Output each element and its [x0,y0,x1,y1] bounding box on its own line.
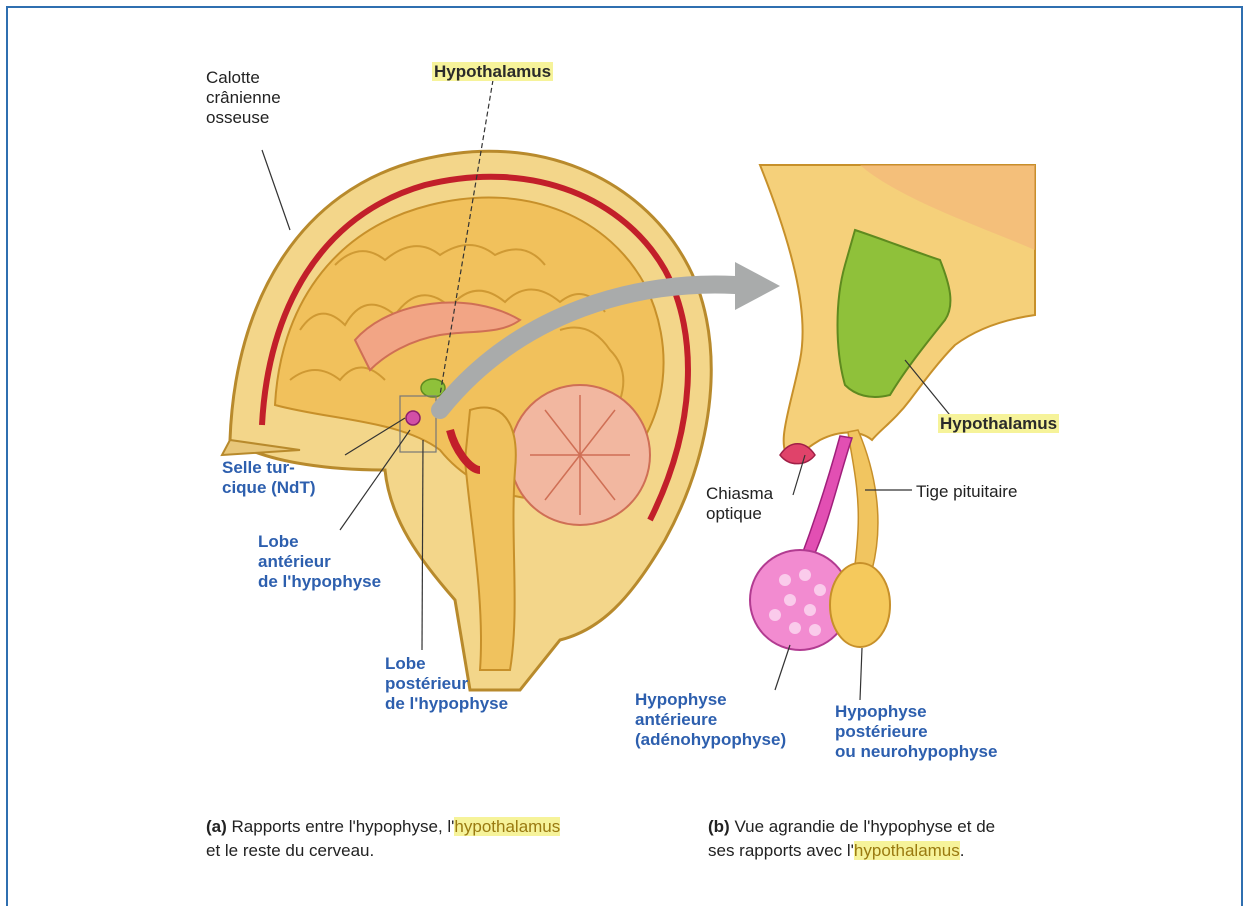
caption-a: (a) Rapports entre l'hypophyse, l'hypoth… [206,815,666,863]
brain-sagittal-view [222,151,711,690]
label-tige-pituitaire: Tige pituitaire [916,482,1017,502]
caption-a-highlight: hypothalamus [454,817,560,836]
caption-b-highlight: hypothalamus [854,841,960,860]
pituitary-enlarged-view [750,165,1035,650]
caption-a-text-1: Rapports entre l'hypophyse, l' [232,817,455,836]
label-lobe-posterieur: Lobe postérieur de l'hypophyse [385,654,508,714]
label-hypophyse-posterieure: Hypophyse postérieure ou neurohypophyse [835,702,997,762]
caption-b-text-3: . [960,841,965,860]
caption-a-letter: (a) [206,817,227,836]
label-calotte-cranienne: Calotte crânienne osseuse [206,68,281,128]
caption-b-letter: (b) [708,817,730,836]
label-chiasma-optique: Chiasma optique [706,484,773,524]
hypothalamus-b-text: Hypothalamus [938,414,1059,433]
label-hypophyse-anterieure: Hypophyse antérieure (adénohypophyse) [635,690,786,750]
label-hypothalamus-a: Hypothalamus [432,62,553,82]
arrow-head-icon [735,262,780,310]
label-lobe-anterieur: Lobe antérieur de l'hypophyse [258,532,381,592]
caption-b-text-2: ses rapports avec l' [708,841,854,860]
hypothalamus-a-text: Hypothalamus [432,62,553,81]
label-selle-turcique: Selle tur- cique (NdT) [222,458,316,498]
caption-a-text-2: et le reste du cerveau. [206,841,374,860]
caption-b-text-1: Vue agrandie de l'hypophyse et de [734,817,995,836]
caption-b: (b) Vue agrandie de l'hypophyse et de se… [708,815,1108,863]
label-hypothalamus-b: Hypothalamus [938,414,1059,434]
